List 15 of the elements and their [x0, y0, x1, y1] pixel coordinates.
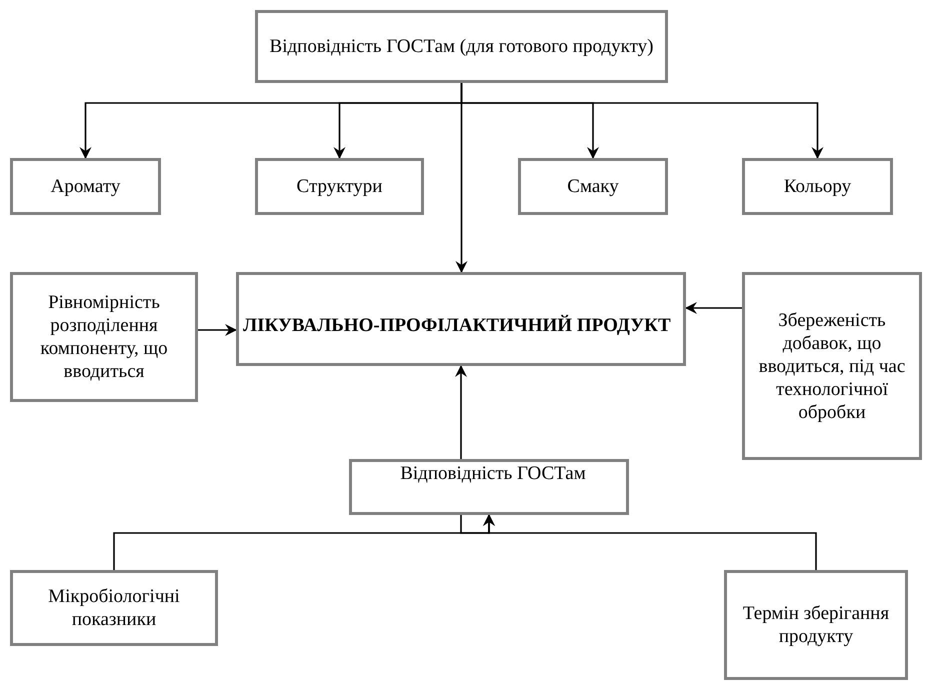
process-box: Кольору — [742, 158, 893, 215]
process-box: Термін зберігання продукту — [724, 570, 908, 680]
process-box: Відповідність ГОСТам — [349, 459, 629, 515]
arrow — [456, 83, 468, 273]
process-box: Збереженість добавок, що вводиться, під час технологічної обробки — [742, 272, 922, 460]
arrow — [685, 302, 742, 314]
arrow — [483, 514, 817, 570]
process-box: Смаку — [518, 158, 668, 215]
arrow — [198, 324, 237, 336]
process-box: Мікробіологічні показники — [10, 570, 218, 646]
process-box: Аромату — [10, 158, 161, 215]
process-box: Рівномірність розподілення компоненту, що вводиться — [10, 272, 198, 402]
process-box: Відповідність ГОСТам (для готового продукту) — [255, 10, 668, 83]
process-box: ЛІКУВАЛЬНО-ПРОФІЛАКТИЧНИЙ ПРОДУКТ — [236, 272, 686, 366]
process-box: Структури — [255, 158, 424, 215]
